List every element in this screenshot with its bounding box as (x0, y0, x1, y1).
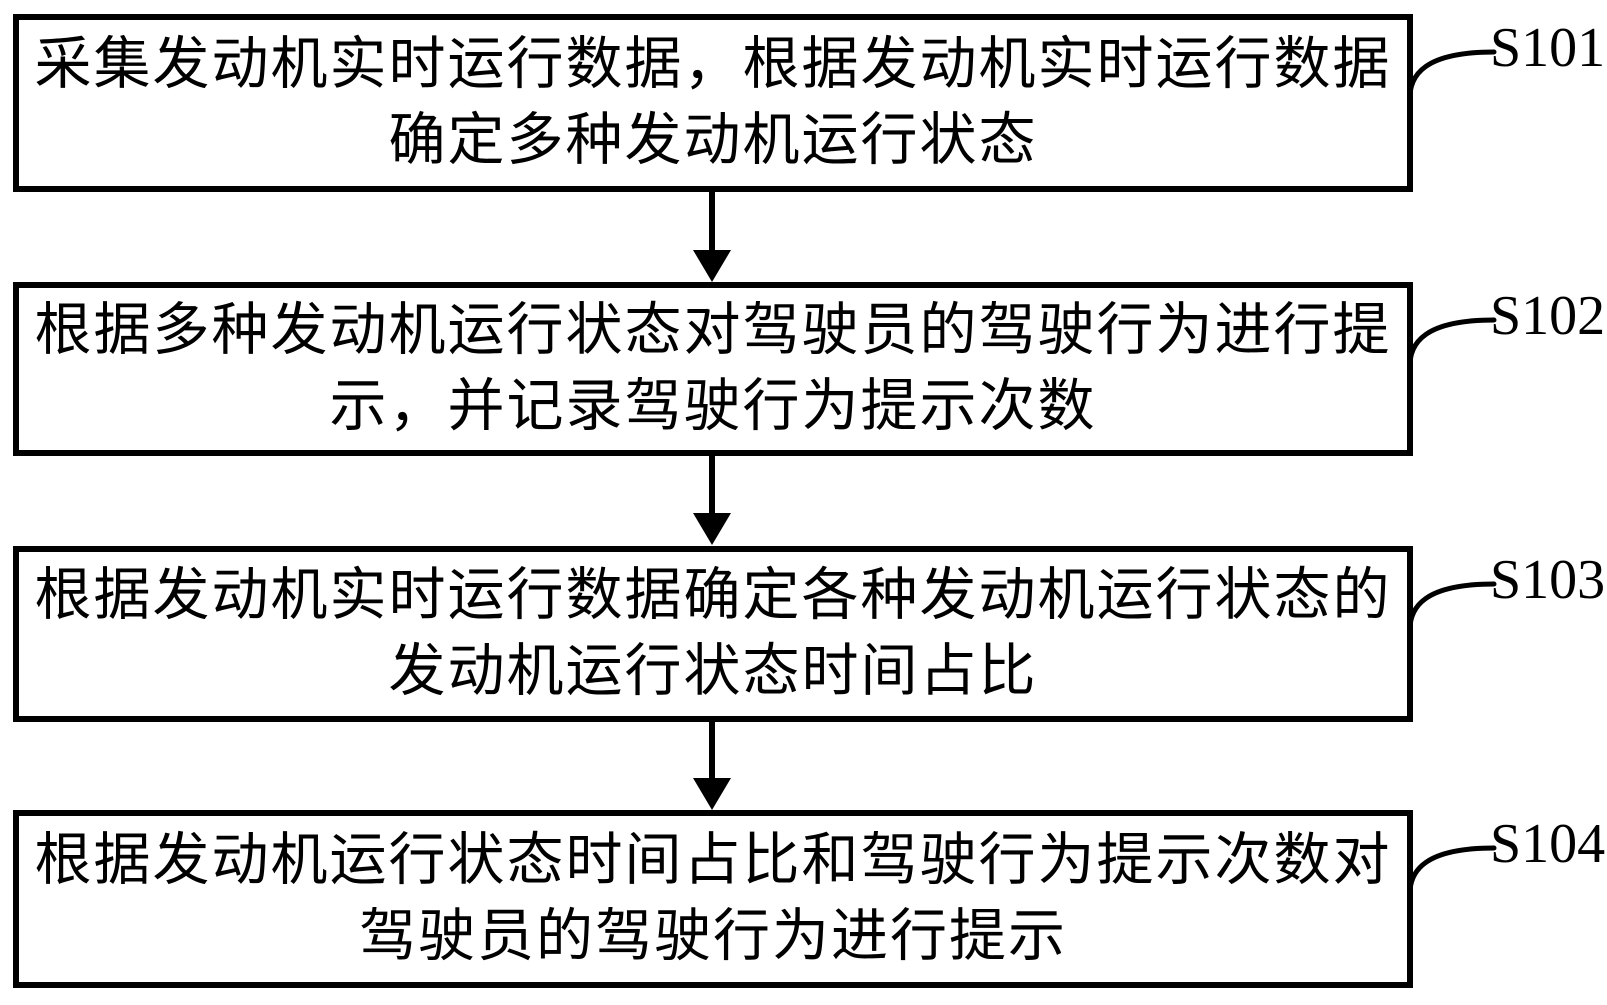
step-box-s104: 根据发动机运行状态时间占比和驾驶行为提示次数对 驾驶员的驾驶行为进行提示 (13, 810, 1413, 988)
arrowhead-down-icon (693, 778, 731, 810)
leader-curve-s102 (1407, 317, 1497, 373)
leader-curve-s101 (1407, 49, 1497, 105)
arrowhead-down-icon (693, 513, 731, 545)
step-text-s103: 根据发动机实时运行数据确定各种发动机运行状态的 发动机运行状态时间占比 (35, 558, 1392, 710)
step-text-s102: 根据多种发动机运行状态对驾驶员的驾驶行为进行提 示，并记录驾驶行为提示次数 (35, 293, 1392, 445)
step-text-s104: 根据发动机运行状态时间占比和驾驶行为提示次数对 驾驶员的驾驶行为进行提示 (35, 823, 1392, 975)
step-text-s101: 采集发动机实时运行数据，根据发动机实时运行数据 确定多种发动机运行状态 (35, 27, 1392, 179)
leader-curve-s103 (1407, 581, 1497, 637)
step-box-s102: 根据多种发动机运行状态对驾驶员的驾驶行为进行提 示，并记录驾驶行为提示次数 (13, 282, 1413, 456)
flow-arrow-line-1 (709, 192, 715, 252)
step-text-line: 采集发动机实时运行数据，根据发动机实时运行数据 (34, 33, 1392, 96)
step-text-line: 根据发动机实时运行数据确定各种发动机运行状态的 (34, 564, 1392, 627)
step-label-s101: S101 (1490, 17, 1606, 79)
arrowhead-down-icon (693, 250, 731, 282)
leader-curve-s104 (1407, 845, 1497, 901)
step-label-s103: S103 (1490, 549, 1606, 611)
step-label-s104: S104 (1490, 813, 1606, 875)
step-text-line: 驾驶员的驾驶行为进行提示 (359, 905, 1067, 968)
step-text-line: 发动机运行状态时间占比 (388, 640, 1038, 703)
step-text-line: 根据多种发动机运行状态对驾驶员的驾驶行为进行提 (34, 299, 1392, 362)
step-text-line: 根据发动机运行状态时间占比和驾驶行为提示次数对 (34, 829, 1392, 892)
flow-arrow-line-3 (709, 722, 715, 780)
step-text-line: 确定多种发动机运行状态 (388, 109, 1038, 172)
step-label-s102: S102 (1490, 285, 1606, 347)
step-box-s103: 根据发动机实时运行数据确定各种发动机运行状态的 发动机运行状态时间占比 (13, 546, 1413, 722)
step-text-line: 示，并记录驾驶行为提示次数 (329, 375, 1097, 438)
flow-arrow-line-2 (709, 456, 715, 515)
step-box-s101: 采集发动机实时运行数据，根据发动机实时运行数据 确定多种发动机运行状态 (13, 14, 1413, 192)
